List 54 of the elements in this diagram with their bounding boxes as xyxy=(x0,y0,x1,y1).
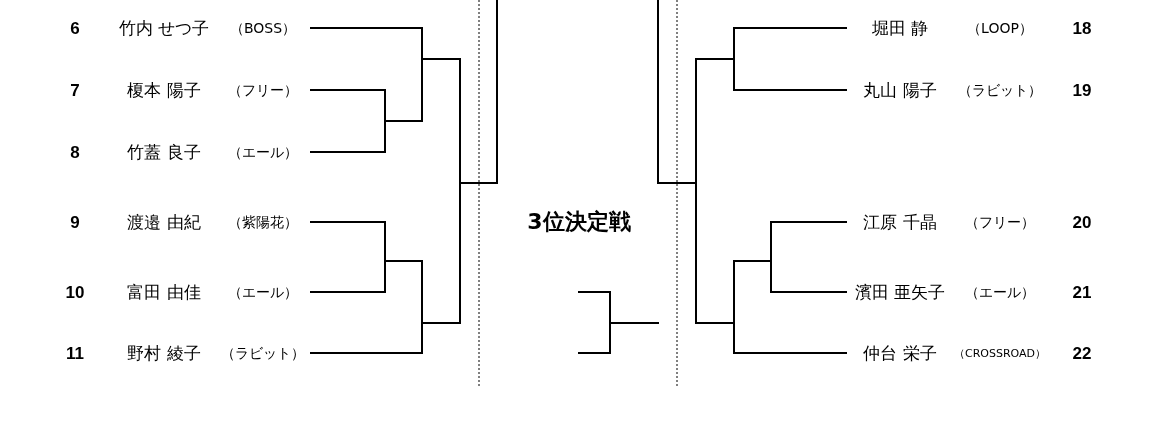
team-name: （CROSSROAD） xyxy=(953,347,1047,359)
seed-number: 7 xyxy=(70,81,80,99)
bracket-line xyxy=(310,27,423,60)
player-name: 野村 綾子 xyxy=(127,344,201,362)
bracket-line xyxy=(695,58,735,184)
bracket-line xyxy=(770,260,847,293)
team-name: （エール） xyxy=(228,145,298,159)
seed-number: 8 xyxy=(70,143,80,161)
seed-number: 9 xyxy=(70,213,80,231)
seed-number: 20 xyxy=(1072,213,1092,231)
bracket-line xyxy=(733,260,772,324)
bracket-line xyxy=(459,0,498,184)
seed-number: 22 xyxy=(1072,344,1092,362)
seed-number: 19 xyxy=(1072,81,1092,99)
bracket-line xyxy=(421,58,461,184)
section-heading: 3位決定戦 xyxy=(527,211,631,233)
seed-number: 10 xyxy=(65,283,85,301)
bracket-line xyxy=(384,58,423,122)
player-name: 富田 由佳 xyxy=(127,283,201,301)
team-name: （フリー） xyxy=(965,215,1035,229)
player-name: 江原 千晶 xyxy=(863,213,937,231)
bracket-line xyxy=(384,260,423,324)
team-name: （ラビット） xyxy=(958,83,1042,97)
player-name: 竹内 せつ子 xyxy=(118,19,210,37)
seed-number: 21 xyxy=(1072,283,1092,301)
seed-number: 18 xyxy=(1072,19,1092,37)
team-name: （フリー） xyxy=(228,83,298,97)
bracket-line xyxy=(657,0,697,184)
team-name: （紫陽花） xyxy=(228,215,298,229)
bracket-line xyxy=(770,221,847,262)
player-name: 仲台 栄子 xyxy=(863,344,937,362)
team-name: （ラビット） xyxy=(221,346,305,360)
team-name: （エール） xyxy=(965,285,1035,299)
team-name: （LOOP） xyxy=(967,21,1033,35)
bracket-line xyxy=(310,221,386,262)
team-name: （BOSS） xyxy=(229,21,297,35)
player-name: 堀田 静 xyxy=(871,19,929,37)
player-name: 丸山 陽子 xyxy=(863,81,937,99)
bracket-line xyxy=(310,260,386,293)
bracket-line xyxy=(310,89,386,122)
player-name: 竹蓋 良子 xyxy=(127,143,201,161)
bracket-line xyxy=(310,322,423,354)
bracket-line xyxy=(695,182,735,324)
bracket-line xyxy=(733,27,847,60)
bracket-line xyxy=(733,58,847,91)
bracket-line xyxy=(421,182,461,324)
player-name: 榎本 陽子 xyxy=(127,81,201,99)
player-name: 濱田 亜矢子 xyxy=(854,283,946,301)
team-name: （エール） xyxy=(228,285,298,299)
seed-number: 11 xyxy=(66,344,84,362)
player-name: 渡邉 由紀 xyxy=(127,213,201,231)
bracket-line xyxy=(733,322,847,354)
bracket-line xyxy=(310,120,386,153)
seed-number: 6 xyxy=(70,19,80,37)
